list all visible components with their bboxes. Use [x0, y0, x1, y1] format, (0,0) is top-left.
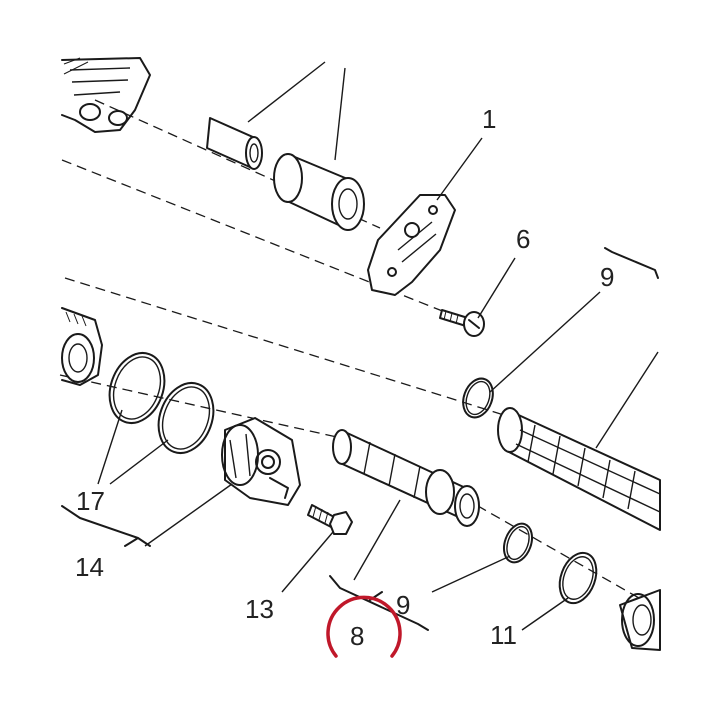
o-ring-11: [558, 551, 598, 605]
o-ring-upper: [462, 377, 494, 419]
leader-lines: [97, 61, 659, 631]
callout-9-lower: 9: [396, 590, 410, 620]
filter-screen-short: [332, 429, 480, 527]
valve-block-part: [221, 417, 301, 506]
callout-6: 6: [516, 224, 530, 254]
filter-screen-long: [497, 407, 661, 531]
callout-17: 17: [76, 486, 105, 516]
o-ring-lower: [502, 522, 534, 564]
bolt-part: [307, 504, 353, 535]
cylinder-cup: [273, 153, 365, 231]
callout-13: 13: [245, 594, 274, 624]
callout-11: 11: [490, 620, 517, 650]
callout-1: 1: [482, 104, 496, 134]
highlight-circle: [326, 595, 402, 658]
screw-part: [439, 309, 485, 337]
housing-fragment: [61, 57, 151, 133]
o-rings-pair: [108, 352, 215, 454]
mounting-plate-part: [367, 194, 456, 296]
filter-cartridge-left: [61, 307, 103, 386]
callout-14: 14: [75, 552, 104, 582]
small-sleeve: [206, 117, 263, 170]
callout-9-upper: 9: [600, 262, 614, 292]
plug-part: [619, 589, 661, 651]
highlighted-callout-8[interactable]: 8: [326, 595, 402, 658]
callout-8: 8: [350, 621, 364, 651]
